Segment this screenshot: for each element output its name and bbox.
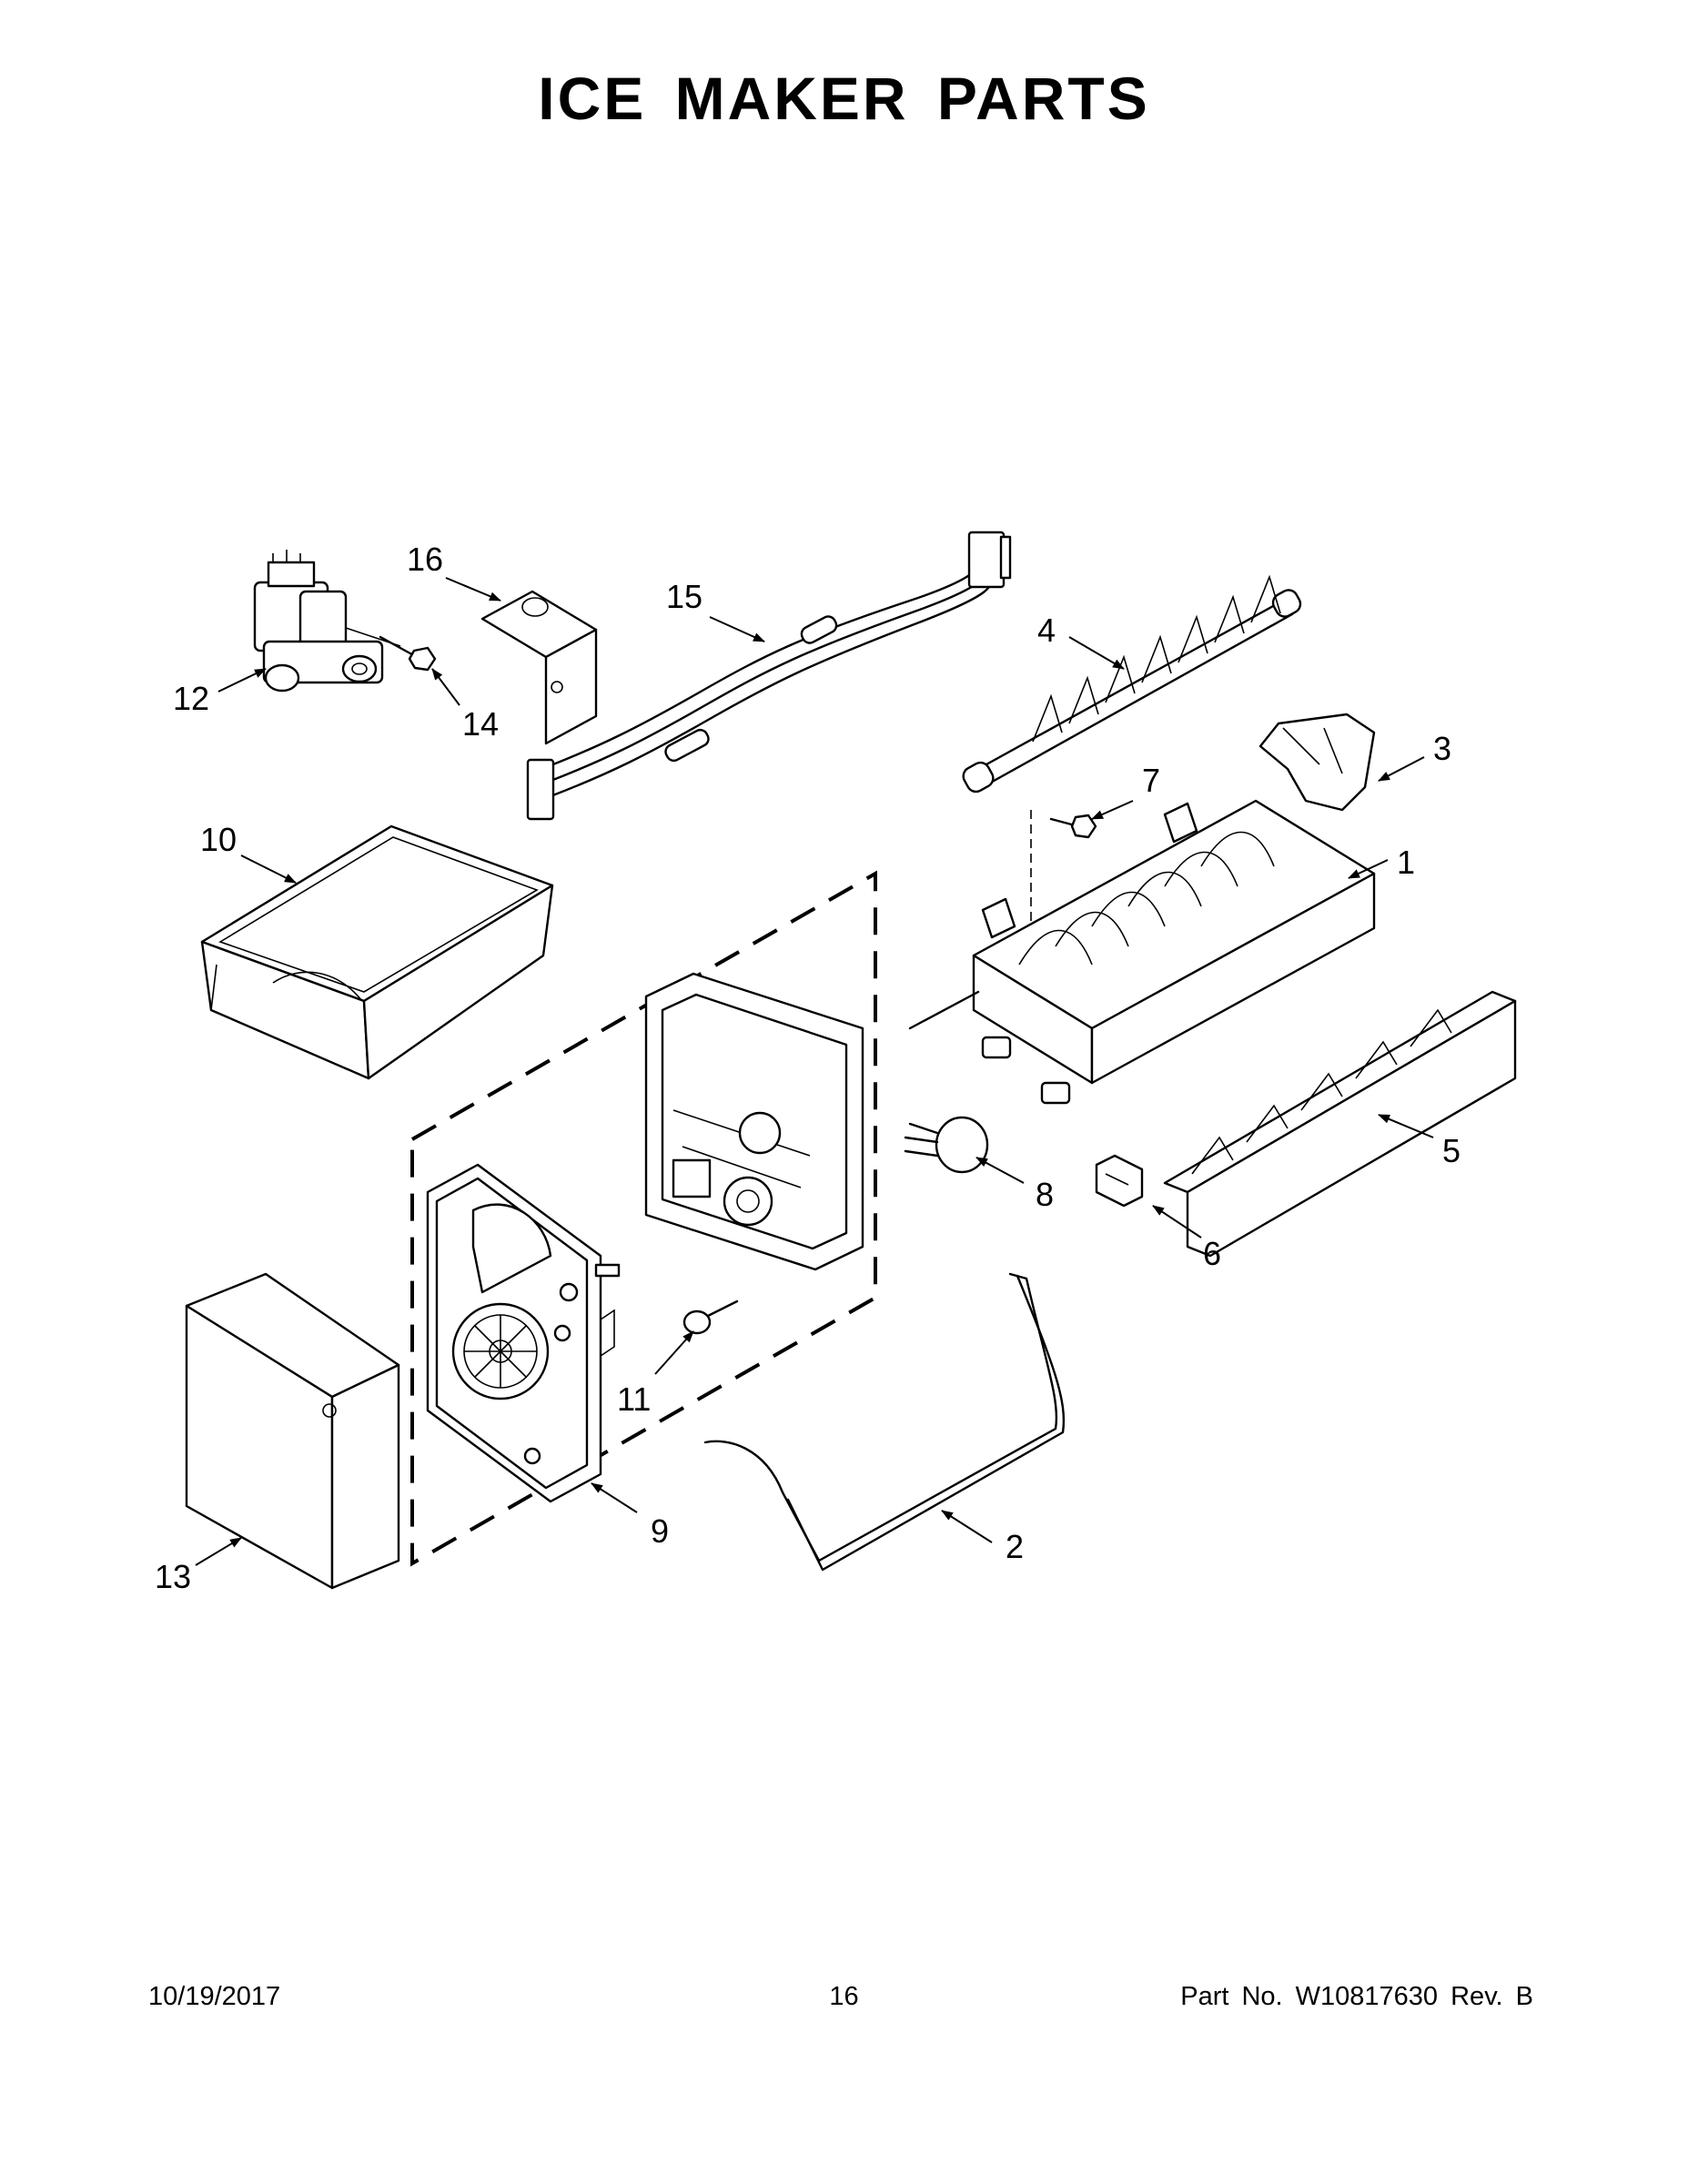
cover-part — [1258, 713, 1376, 812]
callout-11: 11 — [617, 1380, 651, 1418]
callout-12: 12 — [173, 680, 209, 717]
callout-16: 16 — [407, 541, 443, 578]
screw-part-14 — [379, 635, 437, 672]
callout-numbers: 1 2 3 4 5 6 7 8 9 10 11 12 13 14 15 16 — [155, 541, 1461, 1595]
callout-6: 6 — [1203, 1235, 1221, 1272]
ejector-part — [962, 574, 1302, 794]
shutoff-arm-part — [703, 1272, 1066, 1572]
screw-part-11 — [682, 1299, 739, 1335]
callout-5: 5 — [1442, 1132, 1461, 1169]
control-module-dashed-outline — [410, 870, 877, 1567]
callout-7: 7 — [1142, 762, 1160, 799]
bracket-part — [480, 590, 598, 745]
page-title: ICE MAKER PARTS — [538, 65, 1150, 132]
screw-part-7 — [1030, 810, 1097, 983]
callout-8: 8 — [1036, 1176, 1054, 1213]
cover-box-part — [185, 1272, 400, 1590]
callout-leader-lines — [195, 577, 1434, 1566]
control-module-part — [426, 1163, 621, 1503]
callout-4: 4 — [1037, 612, 1056, 649]
wire-harness-part — [526, 531, 1012, 821]
ice-mold-part — [908, 799, 1376, 1105]
callout-14: 14 — [462, 705, 499, 743]
clip-part — [1095, 1154, 1144, 1208]
thermostat-part — [904, 1116, 989, 1174]
ice-bin-part — [200, 824, 554, 1080]
callout-2: 2 — [1006, 1528, 1024, 1565]
water-valve-part — [253, 550, 401, 693]
callout-1: 1 — [1397, 844, 1415, 881]
callout-3: 3 — [1433, 730, 1451, 767]
callout-13: 13 — [155, 1558, 191, 1595]
footer-part-number: Part No. W10817630 Rev. B — [1180, 1982, 1533, 2011]
callout-9: 9 — [651, 1512, 669, 1550]
callout-10: 10 — [200, 821, 237, 858]
footer-page-number: 16 — [829, 1982, 859, 2011]
callout-15: 15 — [666, 578, 702, 615]
control-housing-part — [644, 972, 864, 1271]
footer-date: 10/19/2017 — [148, 1982, 281, 2011]
stripper-part — [1163, 990, 1517, 1258]
